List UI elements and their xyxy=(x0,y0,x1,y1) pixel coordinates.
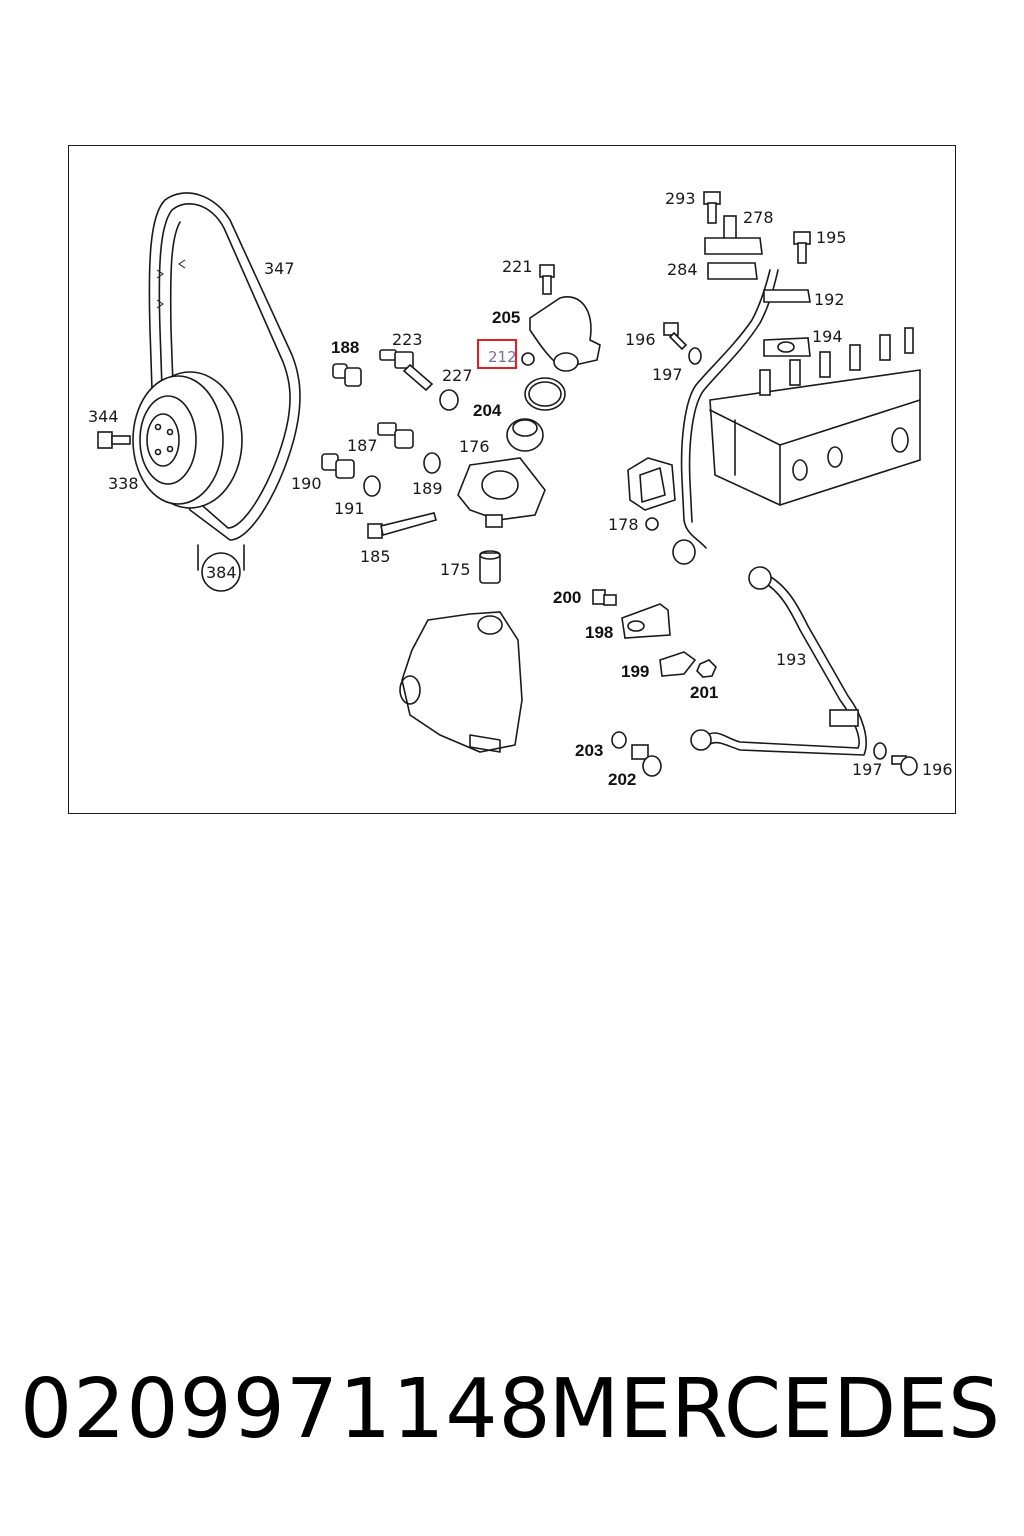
seal-ring-227 xyxy=(439,389,459,411)
water-pump xyxy=(399,611,523,753)
callout-227: 227 xyxy=(442,366,473,385)
thermostat-204 xyxy=(506,418,544,452)
callout-195: 195 xyxy=(816,228,847,247)
bracket-198 xyxy=(621,603,671,639)
connector-278 xyxy=(704,215,763,255)
o-ring-212 xyxy=(521,352,535,366)
callout-199: 199 xyxy=(621,662,649,681)
temperature-sensor-188 xyxy=(332,363,362,387)
callout-293: 293 xyxy=(665,189,696,208)
callout-347: 347 xyxy=(264,259,295,278)
bolt-200 xyxy=(592,589,617,606)
clamp-199 xyxy=(659,651,697,677)
diagram-frame xyxy=(68,145,956,814)
callout-212-highlighted: 212 xyxy=(488,348,517,366)
callout-198: 198 xyxy=(585,623,613,642)
callout-188: 188 xyxy=(331,338,359,357)
callout-221: 221 xyxy=(502,257,533,276)
highlight-box xyxy=(477,339,517,369)
callout-178: 178 xyxy=(608,515,639,534)
callout-384: 384 xyxy=(206,563,237,582)
callout-194: 194 xyxy=(812,327,843,346)
callout-labels: 347 344 338 384 188 223 227 187 190 191 … xyxy=(88,189,953,789)
callout-200: 200 xyxy=(553,588,581,607)
temperature-sensor-190 xyxy=(321,453,355,479)
seal-ring-191 xyxy=(363,475,381,497)
gasket-194 xyxy=(763,337,811,357)
callout-190: 190 xyxy=(291,474,322,493)
brand-name: MERCEDES xyxy=(548,1362,1000,1457)
callout-278: 278 xyxy=(743,208,774,227)
callout-223: 223 xyxy=(392,330,423,349)
callout-338: 338 xyxy=(108,474,139,493)
footer: 0209971148 MERCEDES xyxy=(0,1362,1024,1472)
gasket-178 xyxy=(627,457,676,511)
gasket-284 xyxy=(707,262,758,280)
part-number: 0209971148 xyxy=(20,1362,552,1457)
callout-201: 201 xyxy=(690,683,718,702)
thermostat-cover-205 xyxy=(529,296,601,372)
bolt-195 xyxy=(793,231,811,264)
crankshaft-pulley xyxy=(132,371,243,509)
callout-203: 203 xyxy=(575,741,603,760)
callout-175: 175 xyxy=(440,560,471,579)
belt-tensioner xyxy=(197,544,245,592)
callout-196-upper: 196 xyxy=(625,330,656,349)
pipe-193 xyxy=(690,566,867,756)
callout-197-lower: 197 xyxy=(852,760,883,779)
callout-187: 187 xyxy=(347,436,378,455)
callout-193: 193 xyxy=(776,650,807,669)
callout-185: 185 xyxy=(360,547,391,566)
callout-191: 191 xyxy=(334,499,365,518)
callout-202: 202 xyxy=(608,770,636,789)
plug-202 xyxy=(631,744,662,777)
callout-189: 189 xyxy=(412,479,443,498)
pipe-nut xyxy=(672,539,696,565)
drive-belt xyxy=(148,192,301,541)
callout-205: 205 xyxy=(492,308,520,327)
bolt-221 xyxy=(539,264,555,295)
callout-196-lower: 196 xyxy=(922,760,953,779)
sleeve-175 xyxy=(479,550,501,584)
pulley-bolt xyxy=(97,431,131,449)
bolt-196-lower xyxy=(891,755,918,776)
callout-176: 176 xyxy=(459,437,490,456)
callout-344: 344 xyxy=(88,407,119,426)
callout-284: 284 xyxy=(667,260,698,279)
nut-201 xyxy=(696,659,717,678)
thermostat-housing-176 xyxy=(457,457,546,528)
callout-192: 192 xyxy=(814,290,845,309)
temperature-sensor-187 xyxy=(377,422,414,449)
gasket-ring xyxy=(524,377,566,411)
callout-204: 204 xyxy=(473,401,502,420)
callout-197-upper: 197 xyxy=(652,365,683,384)
washer-197-lower xyxy=(873,742,887,760)
seal-ring-189 xyxy=(423,452,441,474)
washer-203 xyxy=(611,731,627,749)
bolt-196-upper xyxy=(663,322,688,351)
cylinder-head xyxy=(709,327,921,506)
washer-197-upper xyxy=(688,347,702,365)
bolt-185 xyxy=(367,512,437,539)
pipe-192 xyxy=(680,269,811,549)
bolt-293 xyxy=(703,191,721,224)
o-ring-178 xyxy=(645,517,659,531)
temperature-sensor-223 xyxy=(379,349,434,392)
